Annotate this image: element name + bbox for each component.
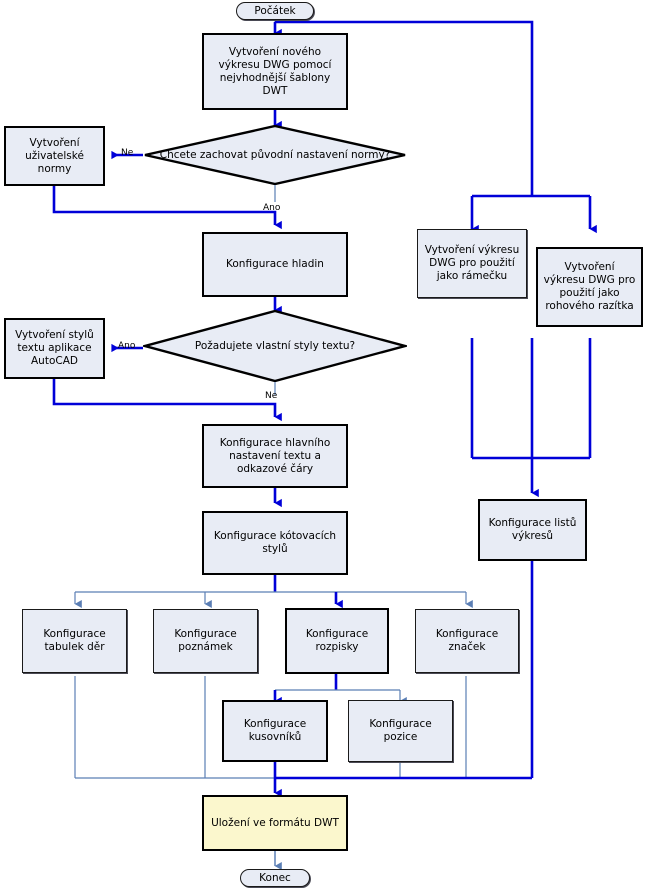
node-stamp-dwg-label: Vytvoření výkresu DWG pro použití jako r… (543, 261, 636, 312)
edge-label-own-text-styles-no: Ne (265, 391, 278, 401)
node-end[interactable]: Konec (240, 869, 310, 887)
node-parts-list-label: Konfigurace kusovníků (243, 718, 307, 743)
node-start[interactable]: Počátek (236, 2, 314, 20)
node-keep-standard-label: Chcete zachovat původní nastavení normy? (159, 148, 391, 161)
node-keep-standard[interactable]: Chcete zachovat původní nastavení normy? (143, 125, 407, 185)
node-parts-list[interactable]: Konfigurace kusovníků (222, 700, 328, 762)
node-save-dwt-label: Uložení ve formátu DWT (211, 816, 339, 829)
node-own-text-styles[interactable]: Požadujete vlastní styly textu? (143, 310, 407, 382)
node-user-standard[interactable]: Vytvoření uživatelské normy (4, 126, 105, 186)
node-dim-styles[interactable]: Konfigurace kótovacích stylů (202, 511, 348, 575)
node-create-dwg[interactable]: Vytvoření nového výkresu DWG pomocí nejv… (202, 33, 348, 110)
node-notes[interactable]: Konfigurace poznámek (153, 609, 258, 673)
node-create-dwg-label: Vytvoření nového výkresu DWG pomocí nejv… (218, 45, 332, 97)
node-symbols[interactable]: Konfigurace značek (415, 609, 519, 673)
node-border-dwg[interactable]: Vytvoření výkresu DWG pro použití jako r… (417, 229, 527, 298)
node-balloon[interactable]: Konfigurace pozice (348, 700, 453, 762)
node-hole-tables[interactable]: Konfigurace tabulek děr (22, 609, 127, 673)
node-user-standard-label: Vytvoření uživatelské normy (25, 136, 84, 175)
node-main-text-leader-label: Konfigurace hlavního nastavení textu a o… (219, 436, 331, 475)
node-dim-styles-label: Konfigurace kótovacích stylů (213, 530, 337, 555)
node-own-text-styles-label: Požadujete vlastní styly textu? (194, 339, 356, 352)
node-symbols-label: Konfigurace značek (435, 628, 499, 653)
node-balloon-label: Konfigurace pozice (369, 718, 432, 743)
node-sheets[interactable]: Konfigurace listů výkresů (478, 499, 587, 561)
node-layers-label: Konfigurace hladin (226, 258, 324, 270)
node-title-block[interactable]: Konfigurace rozpisky (285, 608, 389, 674)
node-hole-tables-label: Konfigurace tabulek děr (43, 628, 106, 653)
node-main-text-leader[interactable]: Konfigurace hlavního nastavení textu a o… (202, 424, 348, 488)
node-save-dwt[interactable]: Uložení ve formátu DWT (202, 795, 348, 851)
node-title-block-label: Konfigurace rozpisky (305, 628, 369, 653)
node-border-dwg-label: Vytvoření výkresu DWG pro použití jako r… (424, 244, 520, 282)
node-layers[interactable]: Konfigurace hladin (202, 232, 348, 297)
node-sheets-label: Konfigurace listů výkresů (488, 517, 577, 542)
node-stamp-dwg[interactable]: Vytvoření výkresu DWG pro použití jako r… (536, 247, 643, 327)
node-notes-label: Konfigurace poznámek (174, 628, 237, 653)
node-end-label: Konec (259, 871, 291, 884)
edge-label-own-text-styles-yes: Ano (118, 341, 136, 351)
edge-label-keep-standard-no: Ne (121, 148, 134, 158)
node-start-label: Počátek (254, 4, 296, 17)
edge-label-keep-standard-yes: Ano (263, 203, 281, 213)
node-autocad-text-styles[interactable]: Vytvoření stylů textu aplikace AutoCAD (4, 318, 105, 379)
node-autocad-text-styles-label: Vytvoření stylů textu aplikace AutoCAD (15, 329, 94, 367)
